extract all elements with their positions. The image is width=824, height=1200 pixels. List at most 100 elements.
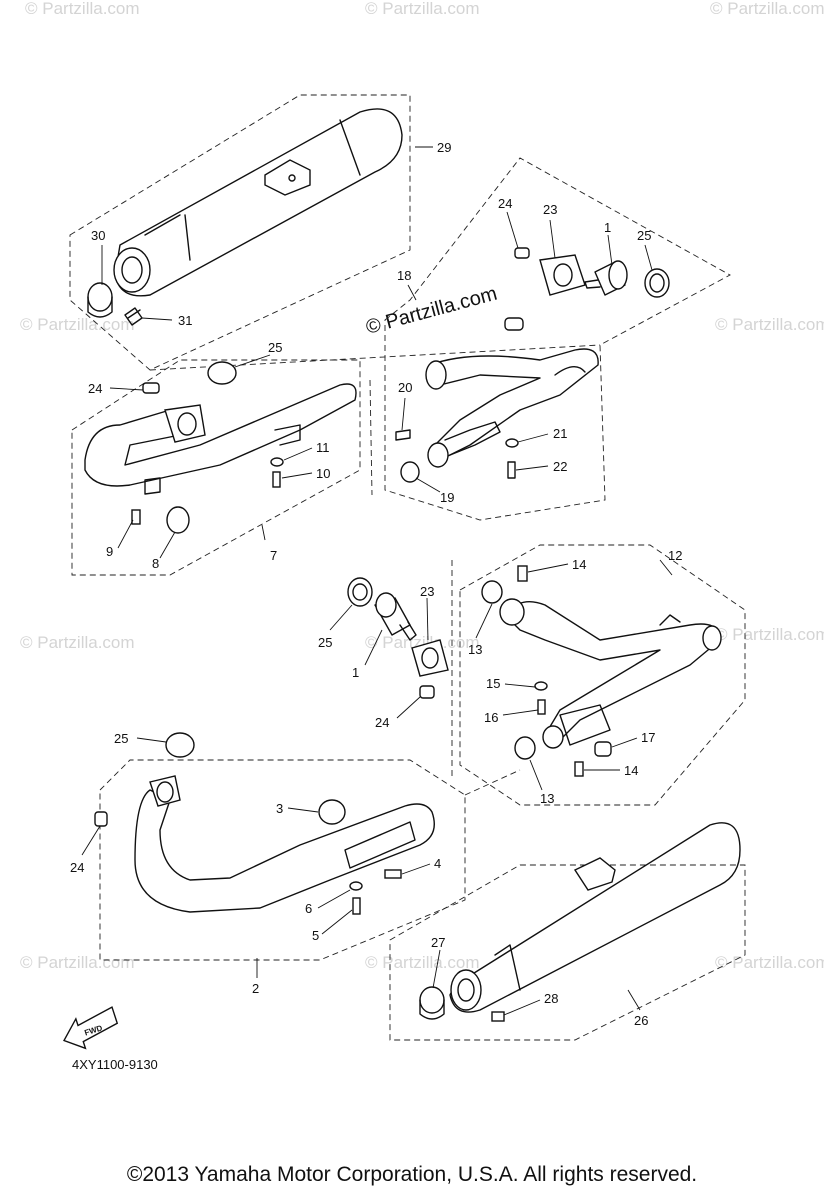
- callout-labels: 29 30 31 24 23 1 25 18 25 24 11 10 9 8 7…: [70, 140, 682, 1028]
- callout-28: 28: [544, 991, 558, 1006]
- watermark: © Partzilla.com: [715, 315, 824, 334]
- gasket-25-top: [644, 268, 670, 298]
- callout-24: 24: [70, 860, 84, 875]
- callout-27: 27: [431, 935, 445, 950]
- bolt-16: [537, 699, 546, 715]
- callout-30: 30: [91, 228, 105, 243]
- nut-24-top: [514, 247, 530, 259]
- callout-15: 15: [486, 676, 500, 691]
- connector: [369, 379, 373, 496]
- nut-24-mid2: [419, 685, 435, 699]
- callout-1: 1: [352, 665, 359, 680]
- bolt-20: [395, 429, 411, 441]
- bolt-9: [131, 509, 141, 525]
- callout-2: 2: [252, 981, 259, 996]
- bolt-5: [352, 897, 361, 915]
- nut-24-mid: [504, 317, 524, 331]
- fwd-arrow-icon: FWD: [62, 1006, 119, 1050]
- muffler-26: [449, 822, 741, 1013]
- collar-13-bottom: [514, 736, 536, 760]
- watermark: © Partzilla.com: [365, 633, 480, 652]
- callout-25: 25: [637, 228, 651, 243]
- flange-23-mid: [411, 639, 449, 677]
- watermark: © Partzilla.com: [365, 0, 480, 18]
- nut-24-low: [94, 811, 108, 827]
- callout-24: 24: [375, 715, 389, 730]
- callout-18: 18: [397, 268, 411, 283]
- watermark: © Partzilla.com: [715, 625, 824, 644]
- callout-12: 12: [668, 548, 682, 563]
- watermark: © Partzilla.com: [25, 0, 140, 18]
- watermark: © Partzilla.com: [20, 315, 135, 334]
- callout-5: 5: [312, 928, 319, 943]
- callout-19: 19: [440, 490, 454, 505]
- bolt-14-top: [517, 565, 528, 582]
- exhaust-pipe-7: [84, 383, 357, 495]
- sensor-1-mid: [374, 592, 417, 641]
- callout-9: 9: [106, 544, 113, 559]
- bolt-22: [507, 461, 516, 479]
- collar-13-top: [481, 580, 503, 604]
- callout-26: 26: [634, 1013, 648, 1028]
- gasket-8: [166, 506, 190, 534]
- callout-14: 14: [572, 557, 586, 572]
- group-box-29: [69, 94, 411, 371]
- group-box-18: [384, 157, 731, 521]
- callout-7: 7: [270, 548, 277, 563]
- callout-24: 24: [498, 196, 512, 211]
- gasket-27: [419, 986, 445, 1020]
- nut-15: [534, 681, 548, 691]
- bolt-28: [491, 1011, 505, 1022]
- nut-21: [505, 438, 519, 448]
- callout-23: 23: [543, 202, 557, 217]
- group-box-12: [459, 544, 746, 806]
- callout-24: 24: [88, 381, 102, 396]
- gasket-30: [87, 282, 113, 318]
- callout-3: 3: [276, 801, 283, 816]
- copyright-footer: ©2013 Yamaha Motor Corporation, U.S.A. A…: [126, 1163, 698, 1186]
- gasket-25-mid: [347, 577, 373, 607]
- watermark-dark: © Partzilla.com: [364, 283, 500, 339]
- gasket-25-left: [207, 361, 237, 385]
- watermark: © Partzilla.com: [715, 953, 824, 972]
- callout-10: 10: [316, 466, 330, 481]
- exhaust-pipe-2: [134, 775, 435, 913]
- bracket-17: [594, 741, 612, 757]
- callout-22: 22: [553, 459, 567, 474]
- callout-16: 16: [484, 710, 498, 725]
- muffler-29: [113, 108, 403, 297]
- callout-21: 21: [553, 426, 567, 441]
- collar-19: [400, 461, 420, 483]
- nut-11: [270, 457, 284, 467]
- callout-13: 13: [468, 642, 482, 657]
- bolt-14-bottom: [574, 761, 584, 777]
- group-box-7: [71, 359, 361, 576]
- watermark: © Partzilla.com: [20, 633, 135, 652]
- watermark: © Partzilla.com: [20, 953, 135, 972]
- callout-8: 8: [152, 556, 159, 571]
- watermark: © Partzilla.com: [365, 953, 480, 972]
- nut-24-left: [142, 382, 160, 394]
- connector: [464, 769, 521, 796]
- callout-17: 17: [641, 730, 655, 745]
- nut-6: [349, 881, 363, 891]
- callout-1: 1: [604, 220, 611, 235]
- callout-11: 11: [316, 440, 330, 455]
- callout-20: 20: [398, 380, 412, 395]
- callout-31: 31: [178, 313, 192, 328]
- exhaust-pipe-18: [425, 348, 599, 468]
- bolt-4: [384, 869, 402, 879]
- callout-13: 13: [540, 791, 554, 806]
- callout-14: 14: [624, 763, 638, 778]
- flange-23-top: [539, 254, 586, 296]
- callout-25: 25: [268, 340, 282, 355]
- group-box-2: [99, 759, 466, 961]
- gasket-3: [318, 799, 346, 825]
- callout-6: 6: [305, 901, 312, 916]
- callout-25: 25: [318, 635, 332, 650]
- leader-lines: [81, 146, 673, 1016]
- bolt-10: [272, 471, 281, 488]
- callout-25: 25: [114, 731, 128, 746]
- group-box-26: [389, 864, 746, 1041]
